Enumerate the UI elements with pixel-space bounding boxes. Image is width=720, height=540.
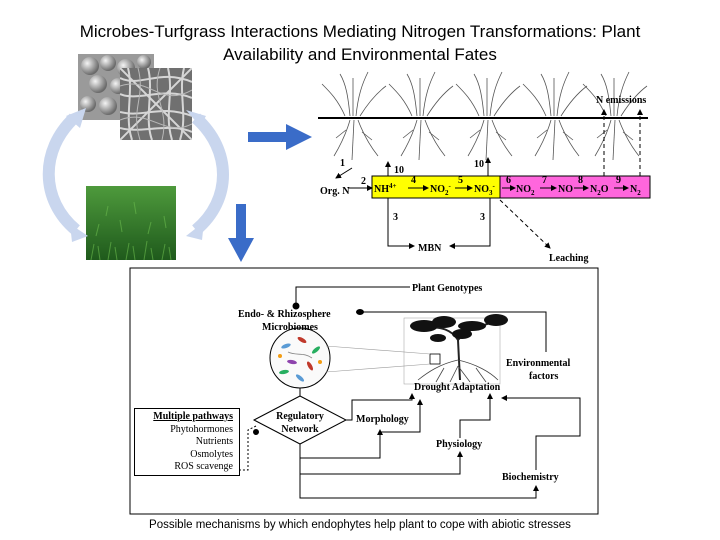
plant-3 [455,71,521,161]
turfgrass-photo [86,186,176,260]
microbiomes-label-line1: Endo- & Rhizosphere [238,309,331,320]
plant-drought-illustration [403,314,508,385]
connector-network-to-morphology [299,429,383,459]
connector-environment-to-microbiome [362,311,547,352]
micrograph-hyphae-image [120,68,192,140]
morphology-label: Morphology [356,414,409,425]
title-line-2: Availability and Environmental Fates [223,45,497,64]
step-10-left-label: 10 [394,165,404,176]
n2o-label: N2O [590,184,609,197]
multiple-pathways-heading: Multiple pathways [153,411,233,422]
n2-label: N2 [630,184,641,197]
plant-2 [388,71,454,161]
cycle-arrow-right-head [186,110,206,126]
cycle-arrow-right-tail [186,222,204,240]
step-1-label: 1 [340,158,345,169]
step-5-label: 5 [458,175,463,186]
step-9-label: 9 [616,175,621,186]
connector-genotype-to-microbiome [295,286,410,304]
pathway-item-ros-scavenge: ROS scavenge [174,461,233,472]
cycle-arrow-right [191,113,229,235]
plant-1 [321,71,387,161]
nh4-label: NH4+ [374,182,397,195]
title-line-1: Microbes-Turfgrass Interactions Mediatin… [79,22,641,41]
step-3-left-label: 3 [393,212,398,223]
step-8-label: 8 [578,175,583,186]
no3-label: NO3- [474,182,496,197]
physiology-label: Physiology [436,439,482,450]
plant-4 [522,71,588,161]
microbiome-circle-illustration [269,327,331,389]
step-6-label: 6 [506,175,511,186]
denitrification-box [499,175,651,199]
figure-caption: Possible mechanisms by which endophytes … [149,519,571,531]
regulatory-network-label-line1: Regulatory [276,411,324,422]
environmental-label-line1: Environmental [506,358,570,369]
leaching-label: Leaching [549,253,588,264]
cycle-arrows [42,108,229,242]
connector-physiology-to-drought [459,393,493,438]
arrow-nh4-to-mbn [387,198,415,249]
step-3-right-label: 3 [480,212,485,223]
zoom-lines [325,345,431,373]
cycle-arrow-left [42,113,81,235]
no-label: NO [558,184,573,195]
microbiomes-label-line2: Microbiomes [262,322,318,333]
step-7-label: 7 [542,175,547,186]
n-emissions-label: N emissions [596,95,646,106]
blue-arrow-down [228,204,254,262]
org-n-label: Org. N [320,186,350,197]
connector-network-to-physiology [299,451,463,475]
step-2-label: 2 [361,176,366,187]
arrow-step-1 [335,167,353,179]
plant-5 [582,71,648,161]
cycle-arrow-left-head [66,108,86,128]
mechanism-connectors [240,286,581,499]
arrow-no3-to-mbn [449,198,491,249]
cycle-arrow-left-tail [70,224,88,242]
turfgrass-plants-illustration [318,71,648,161]
fungal-hyphae-photo [120,68,192,140]
no2-denitrification-label: NO2 [516,184,535,197]
connector-morphology-to-drought [380,399,423,433]
drought-adaptation-label: Drought Adaptation [414,382,501,393]
connector-network-to-pathways [240,425,257,471]
connector-network-to-drought [346,393,415,421]
environmental-label-line2: factors [529,371,559,382]
pathway-item-osmolytes: Osmolytes [190,448,233,460]
no2-label: NO2- [430,182,452,197]
plant-genotypes-label: Plant Genotypes [412,283,482,294]
n-cycle-arrows [335,109,643,249]
connector-biochemistry-to-drought [501,395,581,470]
multiple-pathways-box: Multiple pathways Phytohormones Nutrient… [134,408,240,476]
step-10-right-label: 10 [474,159,484,170]
pathway-item-nutrients: Nutrients [195,436,233,447]
step-4-label: 4 [411,175,416,186]
biochemistry-label: Biochemistry [502,472,559,483]
figure-title: Microbes-Turfgrass Interactions Mediatin… [0,20,720,66]
mechanisms-panel [129,267,599,515]
arrow-leaching [499,199,551,249]
pathway-item-phytohormones: Phytohormones [170,423,233,435]
connector-network-to-biochemistry [299,474,539,499]
blue-arrow-right [248,124,312,150]
mbn-label: MBN [418,243,442,254]
regulatory-network-label-line2: Network [281,424,319,435]
grass-image [86,186,176,260]
